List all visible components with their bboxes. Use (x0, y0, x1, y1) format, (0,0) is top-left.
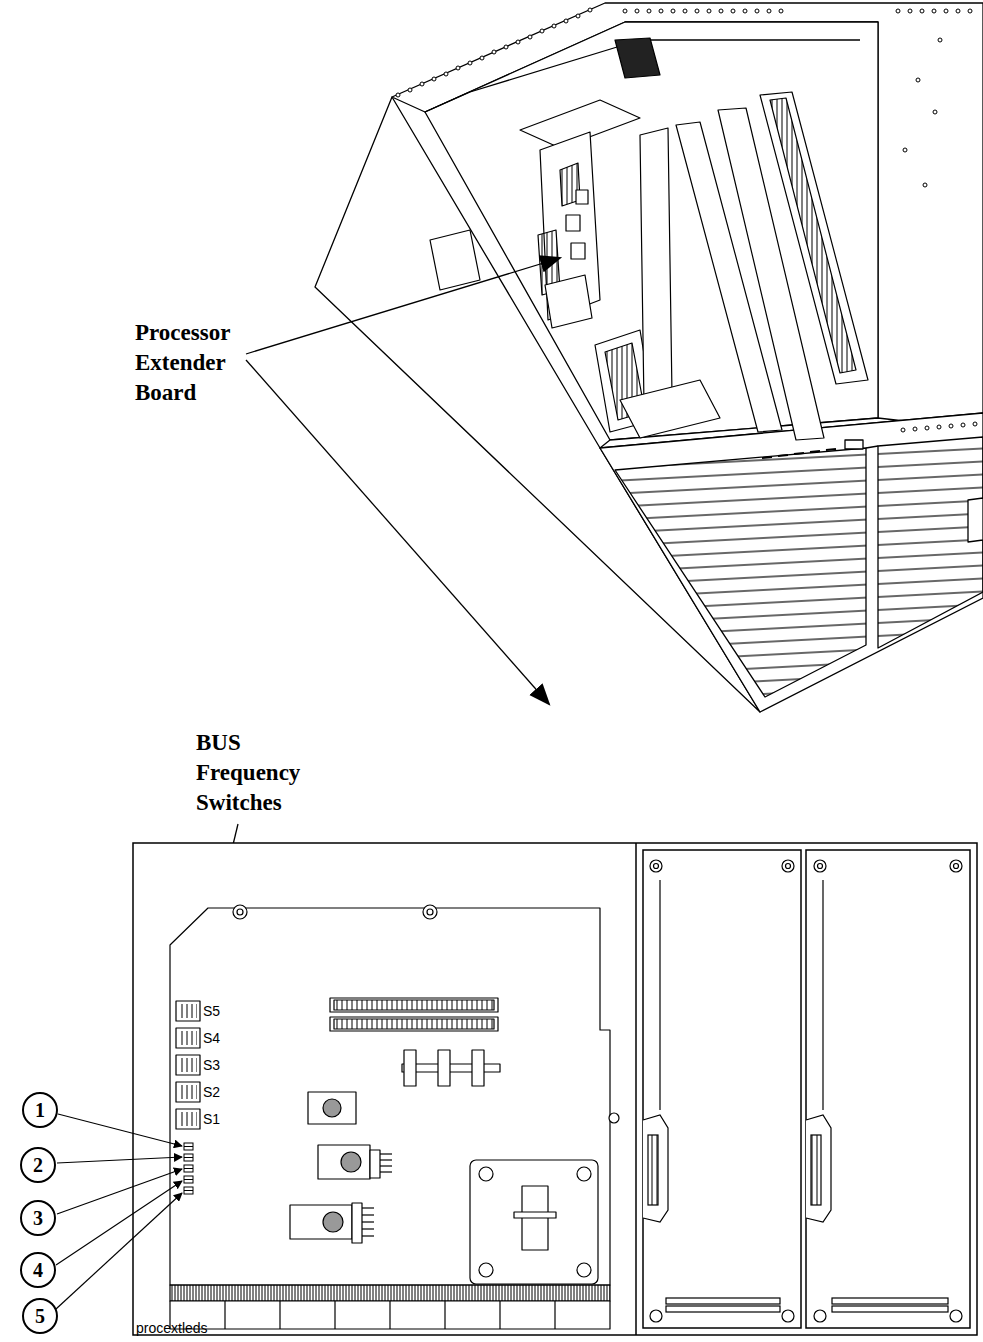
callout-leaders (56, 1114, 182, 1309)
led-symbols (184, 1143, 193, 1194)
chassis (315, 3, 983, 712)
part-title: Processor Extender Board (135, 318, 247, 408)
callout-number: 3 (33, 1208, 43, 1228)
callout-number: 2 (33, 1155, 43, 1175)
part-title: BUS Frequency Switches (196, 728, 318, 818)
callout-circle: 3 (20, 1200, 56, 1236)
extender-board (170, 905, 619, 1329)
switch-label: S2 (203, 1084, 220, 1100)
callout-number: 1 (35, 1100, 45, 1120)
callout-number: 4 (33, 1260, 43, 1280)
callout-number: 5 (35, 1306, 45, 1326)
figure-id: procextleds (136, 1320, 208, 1337)
rim-holes (396, 8, 977, 432)
switch-label: S4 (203, 1030, 220, 1046)
switch-label: S3 (203, 1057, 220, 1073)
switch-label: S5 (203, 1003, 220, 1019)
callout-circle: 5 (22, 1298, 58, 1334)
switch-label: S1 (203, 1111, 220, 1127)
callout-circle: 2 (20, 1147, 56, 1183)
board-frame (133, 843, 977, 1335)
side-cards (643, 860, 962, 1322)
switch-levers (179, 1004, 197, 1126)
callout-circle: 1 (22, 1092, 58, 1128)
chassis-internals (430, 38, 868, 440)
callout-circle: 4 (20, 1252, 56, 1288)
